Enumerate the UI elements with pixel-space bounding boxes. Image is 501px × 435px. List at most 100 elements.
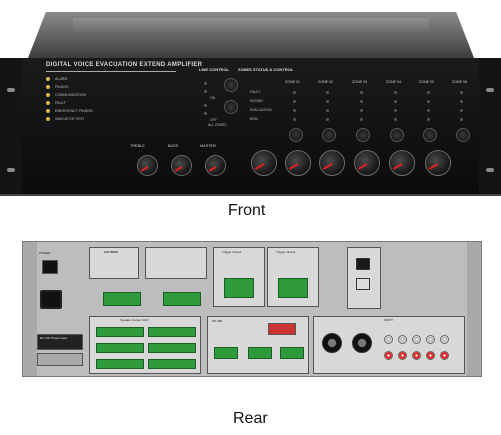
zone-status-led	[460, 109, 463, 112]
speaker-terminal[interactable]	[148, 327, 196, 337]
rs485-block: RS-485	[207, 316, 309, 374]
rca-input-jack[interactable]	[440, 351, 449, 360]
zone-volume-knob[interactable]	[354, 150, 380, 176]
rs485-terminal[interactable]	[248, 347, 272, 359]
indicator-alarm: ALARM	[46, 77, 67, 82]
dc-input-label: DC 24V Power input	[40, 336, 68, 340]
xlr-input-jack[interactable]	[352, 333, 372, 353]
title-divider	[46, 71, 176, 72]
rca-input-jack[interactable]	[398, 335, 407, 344]
rca-input-jack[interactable]	[426, 351, 435, 360]
zone-status-led	[293, 118, 296, 121]
trigger-terminal[interactable]	[278, 278, 308, 298]
zone-volume-knob[interactable]	[251, 150, 277, 176]
zone-label: ZONE 05	[419, 80, 434, 84]
zone-status-led	[394, 118, 397, 121]
ac-inlet	[40, 290, 62, 309]
zone-label: ZONE 06	[452, 80, 467, 84]
zone-volume-knob[interactable]	[425, 150, 451, 176]
network-block	[347, 247, 381, 309]
zone-status-led	[293, 91, 296, 94]
xlr-input-jack[interactable]	[322, 333, 342, 353]
zone-button[interactable]	[456, 128, 470, 142]
rack-ear-right	[467, 242, 481, 376]
rack-screw	[7, 168, 15, 172]
front-unit: DIGITAL VOICE EVACUATION EXTEND AMPLIFIE…	[0, 0, 501, 200]
rca-input-jack[interactable]	[426, 335, 435, 344]
rca-input-jack[interactable]	[440, 335, 449, 344]
trigger-label: Trigger Output	[222, 250, 242, 254]
rack-screw	[486, 88, 494, 92]
status-row-evacuation: EVACUATION	[250, 108, 272, 112]
zone-label: ZONE 03	[352, 80, 367, 84]
zone-status-led	[427, 100, 430, 103]
line-control-button[interactable]	[224, 78, 238, 92]
speaker-terminal[interactable]	[148, 359, 196, 369]
trigger-output-block: Trigger Output	[267, 247, 319, 307]
trigger-terminal[interactable]	[224, 278, 254, 298]
treble-label: TREBLE	[130, 144, 145, 148]
zone-button[interactable]	[423, 128, 437, 142]
master-knob[interactable]	[205, 155, 226, 176]
speaker-terminal[interactable]	[96, 359, 144, 369]
zone-label: ZONE 01	[285, 80, 300, 84]
front-title: DIGITAL VOICE EVACUATION EXTEND AMPLIFIE…	[46, 62, 203, 68]
input-label: INPUT	[384, 318, 393, 322]
rca-input-jack[interactable]	[412, 335, 421, 344]
zone-volume-knob[interactable]	[389, 150, 415, 176]
zones-status-label: ZONES STATUS & CONTROL	[238, 67, 294, 72]
control-terminal[interactable]	[103, 292, 141, 306]
speaker-output-label: Speaker Output 100V	[120, 318, 149, 322]
dip-switch[interactable]	[268, 323, 296, 335]
zone-label: ZONE 02	[318, 80, 333, 84]
dc-input-block: DC 24V Power input	[37, 334, 83, 350]
speaker-terminal[interactable]	[96, 343, 144, 353]
zone-status-led	[293, 109, 296, 112]
zone-volume-knob[interactable]	[285, 150, 311, 176]
control-terminal[interactable]	[163, 292, 201, 306]
chassis-top	[28, 12, 474, 58]
zone-status-led	[460, 118, 463, 121]
zone-button[interactable]	[356, 128, 370, 142]
power-label: POWER	[39, 251, 51, 255]
trigger-label: Trigger Output	[276, 250, 296, 254]
all-zones-label: ALL ZONES	[208, 123, 227, 127]
indicator-communication: COMMUNICATION	[46, 93, 86, 98]
rear-panel: POWER DC 24V Power input CAUTION Trigger…	[22, 241, 482, 377]
speaker-terminal[interactable]	[96, 327, 144, 337]
rca-input-jack[interactable]	[384, 335, 393, 344]
zone-status-led	[460, 100, 463, 103]
rack-ear-left	[23, 242, 37, 376]
status-row-paging: PAGING	[250, 99, 263, 103]
zone-button[interactable]	[322, 128, 336, 142]
speaker-terminal[interactable]	[148, 343, 196, 353]
rca-input-jack[interactable]	[384, 351, 393, 360]
network-port[interactable]	[356, 258, 370, 270]
status-led	[204, 82, 207, 85]
zone-status-led	[427, 109, 430, 112]
network-port[interactable]	[356, 278, 370, 290]
trigger-output-block: Trigger Output	[213, 247, 265, 307]
zone-button[interactable]	[390, 128, 404, 142]
rca-input-jack[interactable]	[412, 351, 421, 360]
zone-volume-knob[interactable]	[319, 150, 345, 176]
zone-status-led	[326, 109, 329, 112]
info-plate	[145, 247, 207, 279]
rs485-terminal[interactable]	[280, 347, 304, 359]
rs485-terminal[interactable]	[214, 347, 238, 359]
treble-knob[interactable]	[137, 155, 158, 176]
rca-input-jack[interactable]	[398, 351, 407, 360]
bass-label: BASS	[168, 144, 179, 148]
zone-status-led	[326, 91, 329, 94]
zone-status-led	[427, 91, 430, 94]
indicator-fault: FAULT	[46, 101, 66, 106]
zone-status-led	[293, 100, 296, 103]
rack-ear-right	[479, 58, 501, 194]
zone-button[interactable]	[289, 128, 303, 142]
power-switch[interactable]	[42, 260, 58, 274]
status-row-fault: FAULT	[250, 90, 261, 94]
bass-knob[interactable]	[171, 155, 192, 176]
master-label: MASTER	[200, 144, 216, 148]
line-control-button[interactable]	[224, 100, 238, 114]
indicator-emergency-paging: EMERGENCY PAGING	[46, 109, 93, 114]
